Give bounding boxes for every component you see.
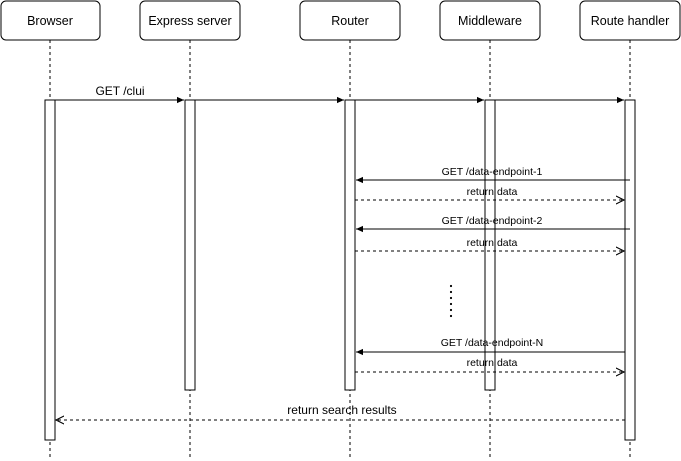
message-label-return-data-1: return data [467, 186, 518, 198]
message-get-data-endpoint-1: GET /data-endpoint-1 [356, 166, 630, 184]
message-get-data-endpoint-2: GET /data-endpoint-2 [356, 215, 630, 233]
actor-router: Router [299, 0, 401, 41]
actor-browser: Browser [0, 0, 101, 41]
message-label-get-data-endpoint-n: GET /data-endpoint-N [441, 337, 544, 349]
message-label-return-data-2: return data [467, 237, 518, 249]
ellipsis-dot [449, 296, 453, 300]
message-return-data-n: return data [355, 357, 624, 372]
actor-label-browser: Browser [27, 14, 73, 28]
actor-box-express-server [139, 0, 241, 41]
activation-middleware [484, 99, 496, 391]
activation-router [344, 99, 356, 391]
message-label-return-data-n: return data [467, 357, 518, 369]
ellipsis-dot [449, 284, 453, 288]
activation-bars [44, 99, 636, 441]
activation-express-server [184, 99, 196, 391]
ellipsis-dot [449, 302, 453, 306]
message-return-data-2: return data [355, 237, 624, 251]
actor-box-router [299, 0, 401, 41]
ellipsis-dot [449, 314, 453, 318]
actor-label-route-handler: Route handler [591, 14, 670, 28]
actor-express-server: Express server [139, 0, 241, 41]
message-get-clui: GET /clui [55, 84, 624, 104]
ellipsis-dot [449, 290, 453, 294]
activation-browser [44, 99, 56, 441]
message-return-data-1: return data [355, 186, 624, 200]
ellipsis-dot [449, 308, 453, 312]
actor-box-browser [0, 0, 101, 41]
message-label-get-clui: GET /clui [95, 84, 144, 98]
actor-route-handler: Route handler [579, 0, 681, 41]
actor-box-route-handler [579, 0, 681, 41]
actor-middleware: Middleware [439, 0, 541, 41]
lifelines [49, 40, 631, 458]
actor-label-express-server: Express server [148, 14, 231, 28]
message-label-get-data-endpoint-2: GET /data-endpoint-2 [442, 215, 543, 227]
message-label-get-data-endpoint-1: GET /data-endpoint-1 [442, 166, 543, 178]
activation-route-handler [624, 99, 636, 441]
actor-label-router: Router [331, 14, 369, 28]
message-return-search-results: return search results [56, 403, 625, 420]
message-label-return-search-results: return search results [287, 403, 396, 417]
actor-label-middleware: Middleware [458, 14, 522, 28]
message-get-data-endpoint-n: GET /data-endpoint-N [356, 337, 625, 356]
actor-box-middleware [439, 0, 541, 41]
ellipsis-dots [449, 284, 453, 318]
